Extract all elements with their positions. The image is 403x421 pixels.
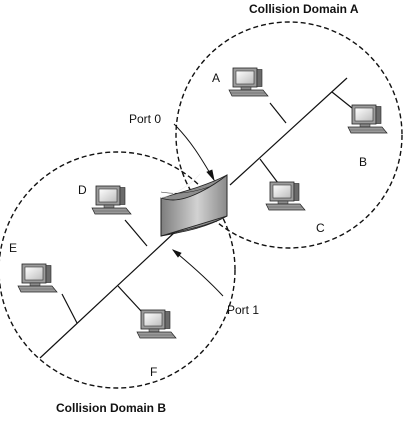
host-e-label: E xyxy=(9,241,17,255)
collision-domain-a-circle xyxy=(175,21,403,249)
host-f-computer-icon xyxy=(136,309,177,339)
host-c-computer-icon xyxy=(265,181,306,211)
drop-f xyxy=(117,285,143,313)
drop-a xyxy=(269,102,287,124)
drop-c xyxy=(259,158,279,184)
host-e-computer-icon xyxy=(17,263,58,293)
port-1-label: Port 1 xyxy=(227,303,259,317)
segment-b-line xyxy=(39,231,176,359)
domain-a-title: Collision Domain A xyxy=(249,2,359,16)
drop-b xyxy=(331,91,353,109)
domain-b-title: Collision Domain B xyxy=(56,401,166,415)
host-b-computer-icon xyxy=(347,104,388,134)
host-a-label: A xyxy=(212,71,220,85)
port-0-label: Port 0 xyxy=(129,112,161,126)
host-b-label: B xyxy=(359,155,367,169)
drop-d xyxy=(124,219,148,247)
bridge-icon xyxy=(160,173,228,237)
segment-a-line xyxy=(229,77,348,186)
drop-e xyxy=(61,293,78,324)
host-d-label: D xyxy=(78,183,87,197)
host-a-computer-icon xyxy=(228,67,269,97)
host-f-label: F xyxy=(150,365,157,379)
host-d-computer-icon xyxy=(91,185,132,215)
port-1-arrow xyxy=(172,249,224,297)
host-c-label: C xyxy=(316,221,325,235)
collision-domain-b-circle xyxy=(0,151,236,389)
